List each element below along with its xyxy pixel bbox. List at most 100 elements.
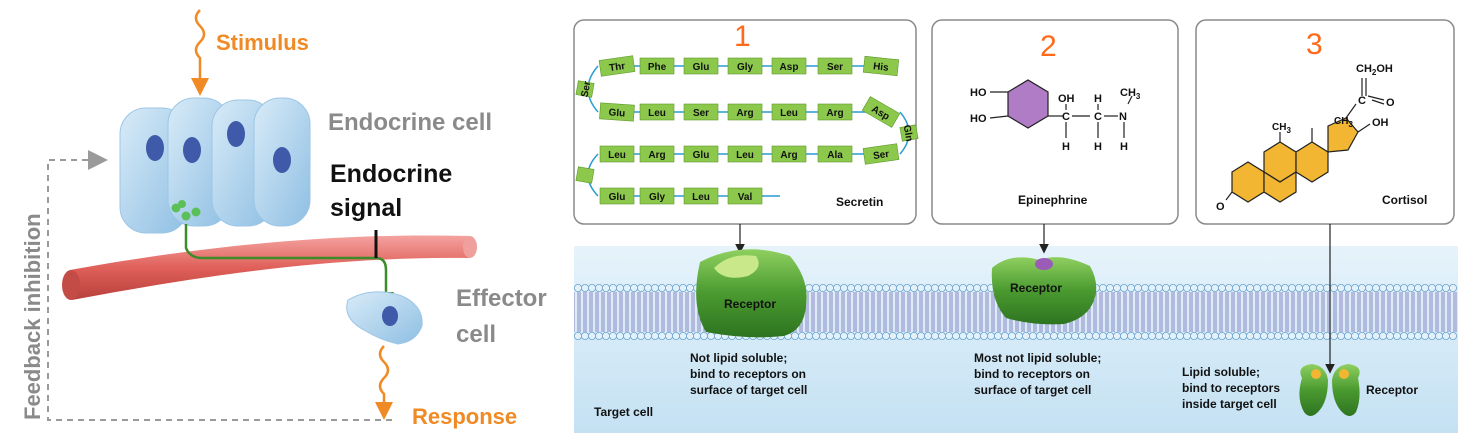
svg-text:Glu: Glu — [693, 150, 710, 161]
svg-text:Ser: Ser — [827, 62, 843, 73]
receptor-3-label: Receptor — [1366, 383, 1418, 397]
hydroxyl-label: OH — [1372, 117, 1389, 129]
residue-r1-0: Thr — [598, 55, 636, 77]
residue-r1-5: Ser — [817, 57, 853, 75]
note-2-line1: Most not lipid soluble; — [974, 351, 1101, 365]
feedback-label: Feedback inhibition — [20, 213, 45, 420]
svg-text:Leu: Leu — [608, 150, 626, 161]
intracellular-receptor: Receptor — [1299, 364, 1418, 416]
receptor-2-label: Receptor — [1010, 281, 1062, 295]
ch2oh-label: CH2OH — [1356, 63, 1393, 77]
steroid-rings — [1231, 117, 1359, 203]
svg-text:Val: Val — [738, 192, 753, 203]
stimulus-label: Stimulus — [216, 30, 309, 55]
svg-text:Asp: Asp — [780, 62, 799, 73]
svg-text:Phe: Phe — [648, 62, 667, 73]
surface-receptor-1: Receptor — [696, 249, 807, 338]
svg-text:Arg: Arg — [736, 108, 753, 119]
svg-text:Glu: Glu — [693, 62, 710, 73]
residue-r1-6: His — [862, 55, 900, 77]
svg-text:Gly: Gly — [737, 62, 754, 73]
oh-label: OH — [1058, 93, 1075, 105]
svg-text:Ser: Ser — [693, 108, 709, 119]
effector-label-line2: cell — [456, 321, 496, 348]
target-cell-label: Target cell — [594, 405, 653, 419]
svg-text:Gln: Gln — [901, 124, 915, 142]
residue-r1-3: Gly — [727, 57, 763, 75]
receptor-1-label: Receptor — [724, 297, 776, 311]
residue-turn1: Ser — [575, 80, 595, 98]
svg-text:Glu: Glu — [609, 192, 626, 203]
signal-label-line2: signal — [330, 194, 402, 222]
signal-label-line1: Endocrine — [330, 160, 452, 188]
note-1-line2: bind to receptors on — [690, 367, 806, 381]
signal-path — [184, 224, 388, 296]
cortisol-name: Cortisol — [1382, 193, 1427, 207]
svg-text:Gly: Gly — [649, 192, 666, 203]
residue-r2-3: Arg — [727, 103, 763, 121]
note-3-line2: bind to receptors — [1182, 381, 1280, 395]
residue-r4-1: Gly — [639, 187, 675, 205]
ho-label-1: HO — [970, 87, 987, 99]
cortisol-number: 3 — [1306, 28, 1323, 61]
feedback-loop — [47, 150, 392, 421]
endocrine-cells — [119, 97, 311, 234]
endocrine-cell-label: Endocrine cell — [328, 109, 492, 136]
hydrogen-1: H — [1062, 141, 1070, 153]
epinephrine-number: 2 — [1040, 30, 1057, 63]
ho-label-2: HO — [970, 113, 987, 125]
svg-text:Arg: Arg — [648, 150, 665, 161]
residue-r3-5: Ala — [817, 145, 853, 163]
svg-text:Glu: Glu — [608, 107, 625, 119]
note-2-line3: surface of target cell — [974, 383, 1091, 397]
svg-text:Leu: Leu — [648, 108, 666, 119]
carbon-2: C — [1094, 111, 1102, 123]
residue-r2-0: Glu — [599, 102, 635, 122]
ring-oxygen: O — [1216, 201, 1225, 213]
residue-r2-2: Ser — [683, 103, 719, 121]
svg-text:His: His — [873, 61, 890, 74]
carbonyl-oxygen: O — [1386, 97, 1395, 109]
methyl-a: CH3 — [1272, 122, 1291, 135]
surface-receptor-2: Receptor — [991, 257, 1097, 325]
epinephrine-name: Epinephrine — [1018, 193, 1088, 207]
cortisol-panel: 3 CH2OH C O CH3 CH3 OH O Cortisol — [1195, 19, 1455, 374]
svg-text:Leu: Leu — [736, 150, 754, 161]
response-label: Response — [412, 404, 517, 429]
residue-r4-3: Val — [727, 187, 763, 205]
hydrogen-4: H — [1120, 141, 1128, 153]
endocrine-pathway: Feedback inhibition Stimulus Endocrine c… — [20, 9, 547, 429]
residue-r3-3: Leu — [727, 145, 763, 163]
epinephrine-panel: 2 HO HO OH C H H C H N H CH3 Epinephrine — [931, 19, 1179, 254]
hydrogen-2: H — [1094, 93, 1102, 105]
residue-r2-5: Arg — [817, 103, 853, 121]
residue-r3-4: Arg — [771, 145, 807, 163]
residue-r1-1: Phe — [639, 57, 675, 75]
carbon-1: C — [1062, 111, 1070, 123]
svg-text:Thr: Thr — [608, 61, 626, 74]
residue-turn3 — [575, 166, 595, 184]
residue-r4-0: Glu — [599, 187, 635, 205]
residue-r3-6: Ser — [862, 143, 900, 165]
note-2-line2: bind to receptors on — [974, 367, 1090, 381]
svg-text:Leu: Leu — [780, 108, 798, 119]
residue-r1-2: Glu — [683, 57, 719, 75]
svg-text:Arg: Arg — [780, 150, 797, 161]
note-3-line3: inside target cell — [1182, 397, 1277, 411]
svg-text:Leu: Leu — [692, 192, 710, 203]
residue-r3-2: Glu — [683, 145, 719, 163]
response-arrow — [378, 345, 390, 404]
residue-r3-1: Arg — [639, 145, 675, 163]
methyl-label: CH3 — [1120, 87, 1141, 101]
secretin-name: Secretin — [836, 195, 883, 209]
residue-r2-1: Leu — [639, 103, 675, 121]
svg-text:Ser: Ser — [872, 149, 890, 162]
residue-r1-4: Asp — [771, 57, 807, 75]
methyl-b: CH3 — [1334, 116, 1353, 129]
carbonyl-carbon: C — [1358, 95, 1366, 107]
svg-text:Ser: Ser — [580, 80, 594, 98]
residue-turn2: Gln — [899, 124, 919, 142]
